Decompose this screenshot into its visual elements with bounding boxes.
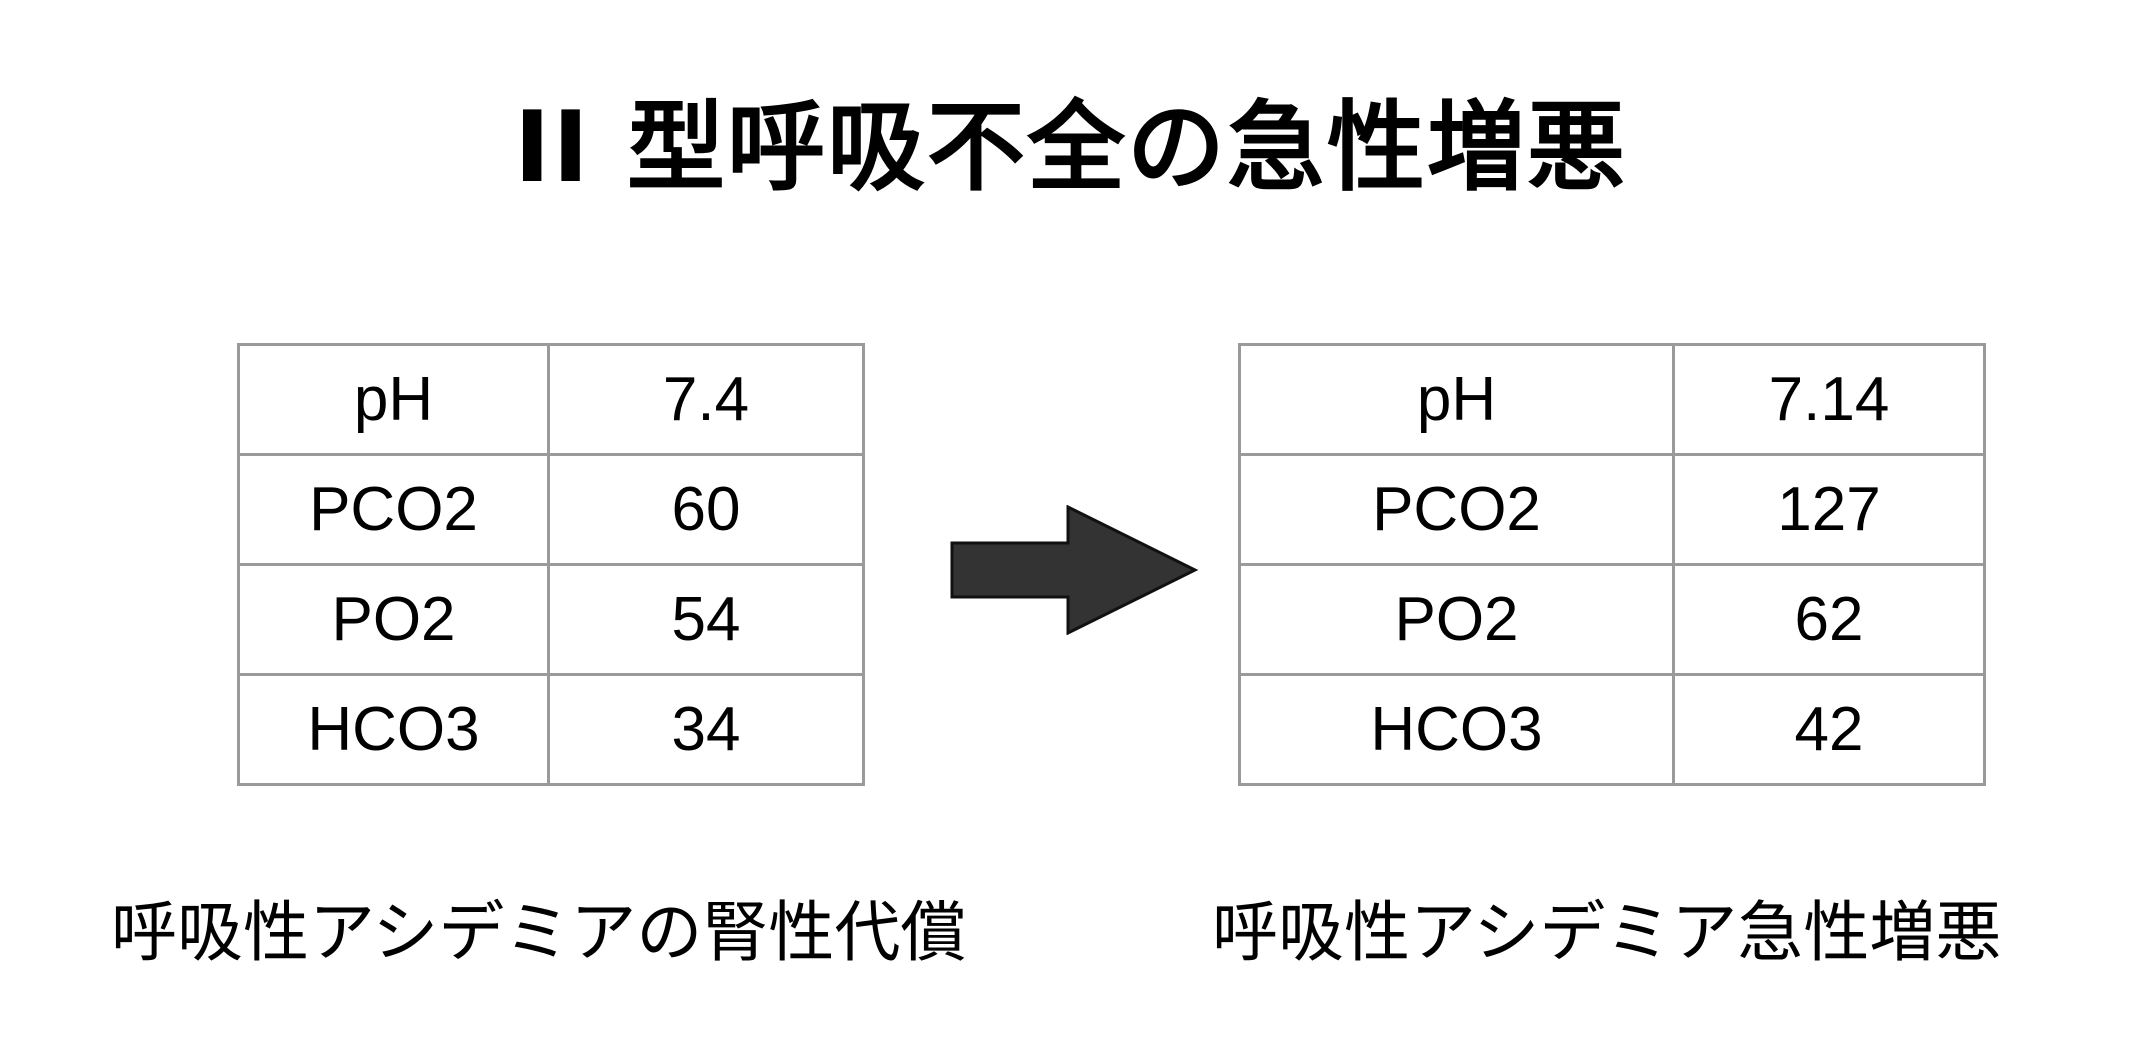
parameter-value: 62 — [1672, 563, 1986, 676]
parameter-label: HCO3 — [237, 673, 550, 786]
parameter-label: pH — [237, 343, 550, 456]
parameter-label: pH — [1238, 343, 1675, 456]
parameter-value: 7.4 — [547, 343, 865, 456]
parameter-value: 42 — [1672, 673, 1986, 786]
table-row: PO2 62 — [1238, 563, 1986, 676]
table-row: pH 7.14 — [1238, 343, 1986, 456]
parameter-label: PO2 — [1238, 563, 1675, 676]
baseline-caption: 呼吸性アシデミアの腎性代償 — [111, 894, 967, 971]
table-row: pH 7.4 — [237, 343, 865, 456]
table-row: PO2 54 — [237, 563, 865, 676]
parameter-label: PCO2 — [1238, 453, 1675, 566]
arrow-shape — [950, 505, 1199, 635]
table-row: PCO2 127 — [1238, 453, 1986, 566]
table-row: HCO3 42 — [1238, 673, 1986, 786]
parameter-value: 54 — [547, 563, 865, 676]
parameter-value: 34 — [547, 673, 865, 786]
parameter-value: 127 — [1672, 453, 1986, 566]
exacerbation-caption: 呼吸性アシデミア急性増悪 — [1212, 894, 2002, 971]
parameter-label: PO2 — [237, 563, 550, 676]
table-row: HCO3 34 — [237, 673, 865, 786]
slide-title: II 型呼吸不全の急性増悪 — [513, 91, 1628, 205]
baseline-blood-gas-table: pH 7.4 PCO2 60 PO2 54 HCO3 34 — [237, 343, 865, 786]
table-row: PCO2 60 — [237, 453, 865, 566]
parameter-label: HCO3 — [1238, 673, 1675, 786]
right-arrow-icon — [950, 505, 1199, 635]
parameter-value: 7.14 — [1672, 343, 1986, 456]
parameter-value: 60 — [547, 453, 865, 566]
parameter-label: PCO2 — [237, 453, 550, 566]
exacerbation-blood-gas-table: pH 7.14 PCO2 127 PO2 62 HCO3 42 — [1238, 343, 1986, 786]
